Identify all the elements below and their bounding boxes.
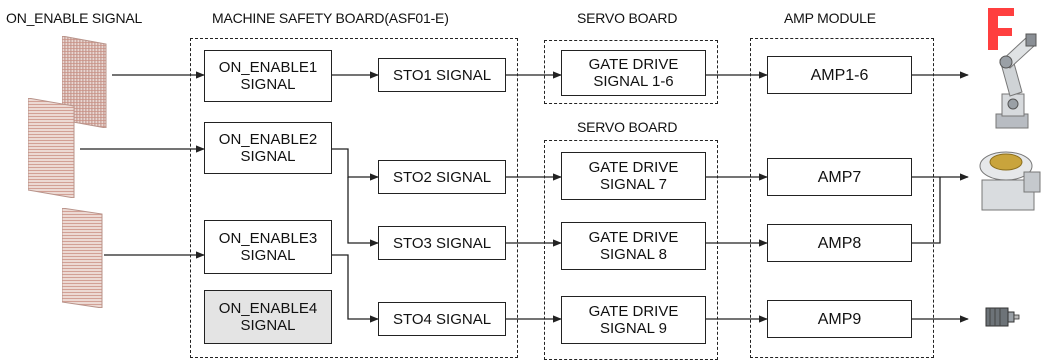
servo-motor-image bbox=[985, 307, 1020, 327]
red-watermark-mark bbox=[988, 8, 1014, 50]
amp9-label: AMP9 bbox=[817, 310, 862, 328]
gate-drive-9-label: GATE DRIVE bbox=[588, 303, 679, 320]
gate-drive-9-box: GATE DRIVE SIGNAL 9 bbox=[561, 296, 706, 344]
on-enable4-box: ON_ENABLE4 SIGNAL bbox=[204, 290, 332, 344]
amp8-box: AMP8 bbox=[767, 224, 912, 262]
gate-drive-7-label: GATE DRIVE bbox=[588, 159, 679, 176]
sto1-box: STO1 SIGNAL bbox=[378, 58, 506, 92]
gate-drive-7-box: GATE DRIVE SIGNAL 7 bbox=[561, 152, 706, 200]
sto1-label: STO1 SIGNAL bbox=[392, 66, 492, 84]
header-servo-board-top: SERVO BOARD bbox=[577, 10, 678, 26]
on-enable2-box: ON_ENABLE2 SIGNAL bbox=[204, 122, 332, 174]
on-enable4-sublabel: SIGNAL bbox=[240, 317, 296, 334]
gate-drive-8-sublabel: SIGNAL 8 bbox=[600, 246, 667, 263]
amp9-box: AMP9 bbox=[767, 300, 912, 338]
gate-drive-1-6-sublabel: SIGNAL 1-6 bbox=[593, 73, 674, 90]
robot-arm-image bbox=[995, 33, 1037, 129]
sto2-box: STO2 SIGNAL bbox=[378, 160, 506, 194]
sto3-label: STO3 SIGNAL bbox=[392, 234, 492, 252]
on-enable4-label: ON_ENABLE4 bbox=[218, 300, 318, 317]
gate-drive-8-label: GATE DRIVE bbox=[588, 229, 679, 246]
light-curtain-image-1 bbox=[62, 36, 107, 128]
amp1-6-box: AMP1-6 bbox=[767, 56, 912, 94]
gate-drive-1-6-label: GATE DRIVE bbox=[588, 56, 679, 73]
on-enable2-label: ON_ENABLE2 bbox=[218, 131, 318, 148]
light-curtain-image-3 bbox=[62, 208, 103, 308]
on-enable3-sublabel: SIGNAL bbox=[240, 247, 296, 264]
header-on-enable-signal: ON_ENABLE SIGNAL bbox=[6, 10, 143, 26]
sto4-label: STO4 SIGNAL bbox=[392, 310, 492, 328]
light-curtain-image-2 bbox=[28, 98, 75, 198]
sto2-label: STO2 SIGNAL bbox=[392, 168, 492, 186]
on-enable2-sublabel: SIGNAL bbox=[240, 148, 296, 165]
on-enable1-label: ON_ENABLE1 bbox=[218, 59, 318, 76]
header-servo-board-lower: SERVO BOARD bbox=[577, 119, 678, 135]
amp8-label: AMP8 bbox=[817, 234, 862, 252]
on-enable3-label: ON_ENABLE3 bbox=[218, 230, 318, 247]
amp7-box: AMP7 bbox=[767, 158, 912, 196]
positioner-image bbox=[979, 151, 1041, 211]
gate-drive-1-6-box: GATE DRIVE SIGNAL 1-6 bbox=[561, 50, 706, 96]
gate-drive-9-sublabel: SIGNAL 9 bbox=[600, 320, 667, 337]
header-machine-safety-board: MACHINE SAFETY BOARD(ASF01-E) bbox=[212, 10, 449, 26]
amp1-6-label: AMP1-6 bbox=[810, 66, 869, 84]
sto4-box: STO4 SIGNAL bbox=[378, 302, 506, 336]
amp7-label: AMP7 bbox=[817, 168, 862, 186]
on-enable1-box: ON_ENABLE1 SIGNAL bbox=[204, 50, 332, 102]
on-enable3-box: ON_ENABLE3 SIGNAL bbox=[204, 220, 332, 274]
gate-drive-8-box: GATE DRIVE SIGNAL 8 bbox=[561, 222, 706, 270]
on-enable1-sublabel: SIGNAL bbox=[240, 76, 296, 93]
gate-drive-7-sublabel: SIGNAL 7 bbox=[600, 176, 667, 193]
sto3-box: STO3 SIGNAL bbox=[378, 226, 506, 260]
header-amp-module: AMP MODULE bbox=[784, 10, 876, 26]
servo-board-top-boundary bbox=[544, 40, 718, 104]
